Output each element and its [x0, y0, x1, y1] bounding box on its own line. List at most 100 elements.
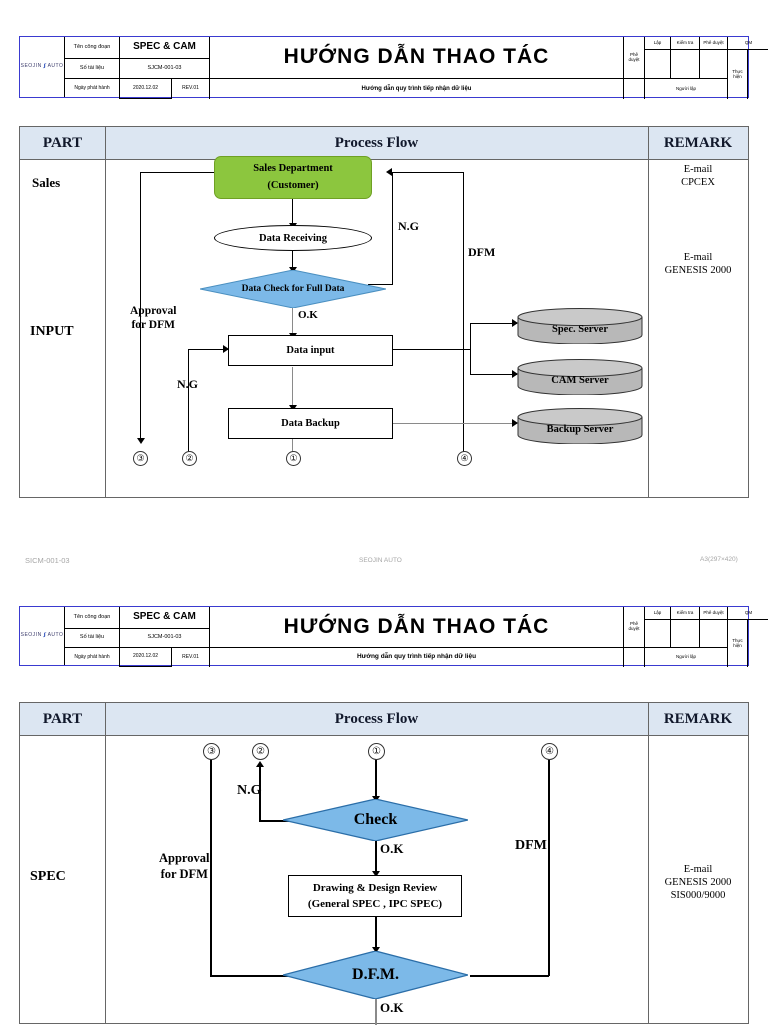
document-title-2: HƯỚNG DẪN THAO TÁC — [210, 607, 624, 648]
node-dfm-decision: D.F.M. — [283, 951, 468, 999]
connector-to-spec-server — [470, 323, 517, 325]
node-data-input: Data input — [228, 335, 393, 366]
document-title-text: HƯỚNG DẪN THAO TÁC — [283, 45, 550, 69]
approve-side-label: Phê duyệt — [624, 37, 645, 79]
process-table-2: PART Process Flow REMARK SPEC E-mail GEN… — [19, 702, 749, 1025]
connector-input-to-servers — [392, 349, 470, 351]
title-block-1: SEOJIN ∫ AUTO Tên công đoạn Số tài liệu … — [19, 36, 768, 99]
remark-p2-line-2: GENESIS 2000 — [664, 877, 732, 889]
label-p2-dfm: DFM — [515, 838, 547, 853]
qm-sign-2 — [748, 620, 768, 667]
node-cam-server: CAM Server — [517, 359, 643, 395]
backup-server-cylinder-icon — [517, 408, 643, 444]
node-data-receiving-label: Data Receiving — [259, 232, 327, 244]
checked-sign — [671, 50, 700, 79]
connector-ng-left-vertical — [188, 349, 190, 457]
issue-date-label-2: Ngày phát hành — [65, 648, 120, 667]
connector-p2-dfm-horizontal — [470, 975, 549, 977]
issue-date-label: Ngày phát hành — [65, 79, 120, 99]
revision-value-2: REV.01 — [172, 648, 210, 667]
header-process-flow-2: Process Flow — [334, 710, 419, 727]
node-data-check-label: Data Check for Full Data — [241, 284, 345, 294]
arrow-to-backup-server — [512, 419, 518, 427]
node-data-input-label: Data input — [286, 345, 335, 356]
remark-1-line-1: E-mail — [683, 164, 713, 175]
node-drawing-design-review: Drawing & Design Review (General SPEC , … — [288, 875, 462, 917]
label-p2-ng: N.G — [237, 783, 262, 798]
arrow-to-cam-server — [512, 370, 518, 378]
implement-label: Thực hiện — [728, 50, 748, 99]
company-logo-2: SEOJIN ∫ AUTO — [20, 607, 65, 665]
connector-four-stub — [463, 439, 465, 457]
remark-p2-line-1: E-mail — [683, 864, 713, 875]
arrow-ng-into-sales — [386, 168, 392, 176]
label-approval-for-dfm-page1: Approval for DFM — [130, 304, 176, 333]
remark-p2-line-3: SIS000/9000 — [670, 890, 726, 902]
node-data-receiving: Data Receiving — [214, 225, 372, 251]
prepared-label: Lập — [645, 37, 671, 50]
cam-server-cylinder-icon — [517, 359, 643, 395]
title-block-2: SEOJIN ∫ AUTO Tên công đoạn Số tài liệu … — [19, 606, 768, 667]
label-p2-approval-for-dfm: Approval for DFM — [159, 850, 209, 883]
approve-side-label-2: Phê duyệt — [624, 607, 645, 648]
preparer-label: Người lập — [645, 79, 728, 99]
connector-ng-vertical — [392, 172, 394, 285]
approved-label: Phê duyệt — [700, 37, 728, 50]
col-divider-part — [105, 127, 106, 497]
node-data-backup-label: Data Backup — [281, 418, 340, 429]
process-table-2-header: PART Process Flow REMARK — [20, 703, 748, 736]
label-p2-ok-dfm: O.K — [380, 1000, 404, 1015]
issue-date-value: 2020.12.02 — [120, 79, 172, 99]
label-ok-page1: O.K — [298, 309, 318, 321]
qm-sign — [748, 50, 768, 99]
connector-p2-review-to-dfm — [375, 917, 377, 951]
spec-server-cylinder-icon — [517, 308, 643, 344]
connector-circle-4: ④ — [457, 451, 472, 466]
preparer-label-2: Người lập — [645, 648, 728, 667]
logo-text-auto-2: AUTO — [47, 632, 64, 639]
connector-p2-check-to-review — [375, 840, 377, 875]
connector-to-cam-server — [470, 374, 517, 376]
logo-text-seojin: SEOJIN — [20, 63, 42, 70]
connector-circle-1: ① — [286, 451, 301, 466]
node-data-backup: Data Backup — [228, 408, 393, 439]
header-remark-2: REMARK — [663, 710, 733, 727]
stage-name-label-2: Tên công đoạn — [65, 607, 120, 629]
header-remark: REMARK — [663, 134, 733, 151]
arrow-left-loop-down — [137, 438, 145, 444]
connector-circle-1-p2: ① — [368, 743, 385, 760]
stage-value: SPEC & CAM — [120, 37, 210, 59]
connector-dfm-top — [392, 172, 464, 174]
logo-mark-icon-2: ∫ — [43, 632, 47, 639]
doc-no-label: Số tài liệu — [65, 59, 120, 79]
connector-receiving-to-check — [292, 249, 294, 271]
node-spec-server-label: Spec. Server — [552, 324, 608, 335]
document-title: HƯỚNG DẪN THAO TÁC — [210, 37, 624, 79]
connector-p2-four-vertical — [548, 755, 550, 976]
connector-sales-to-receiving — [292, 199, 294, 225]
connector-dfm-vertical — [463, 172, 465, 440]
checked-sign-2 — [671, 620, 700, 648]
revision-value: REV.01 — [172, 79, 210, 99]
approved-sign — [700, 50, 728, 79]
node-sales-department-line-1: Sales Department — [253, 163, 333, 175]
part-label-spec: SPEC — [30, 869, 66, 884]
approve-side-sign-2 — [624, 648, 645, 667]
data-check-diamond-shape — [200, 270, 386, 308]
arrow-p2-review-to-dfm — [372, 947, 380, 953]
col-divider-part-2 — [105, 703, 106, 1023]
doc-no-value: SJCM-001-03 — [120, 59, 210, 79]
qm-label: QM — [728, 37, 768, 50]
connector-left-loop-vertical — [140, 172, 142, 440]
footer-right: A3(297×420) — [700, 556, 738, 563]
node-backup-server: Backup Server — [517, 408, 643, 444]
approval-line-2: for DFM — [131, 319, 175, 332]
approved-sign-2 — [700, 620, 728, 648]
part-label-input: INPUT — [30, 324, 74, 339]
node-backup-server-label: Backup Server — [546, 424, 614, 435]
connector-circle-3: ③ — [133, 451, 148, 466]
connector-left-loop-horizontal — [140, 172, 215, 174]
header-part-2: PART — [42, 710, 83, 727]
label-dfm: DFM — [468, 245, 496, 259]
node-check-label: Check — [353, 811, 398, 828]
